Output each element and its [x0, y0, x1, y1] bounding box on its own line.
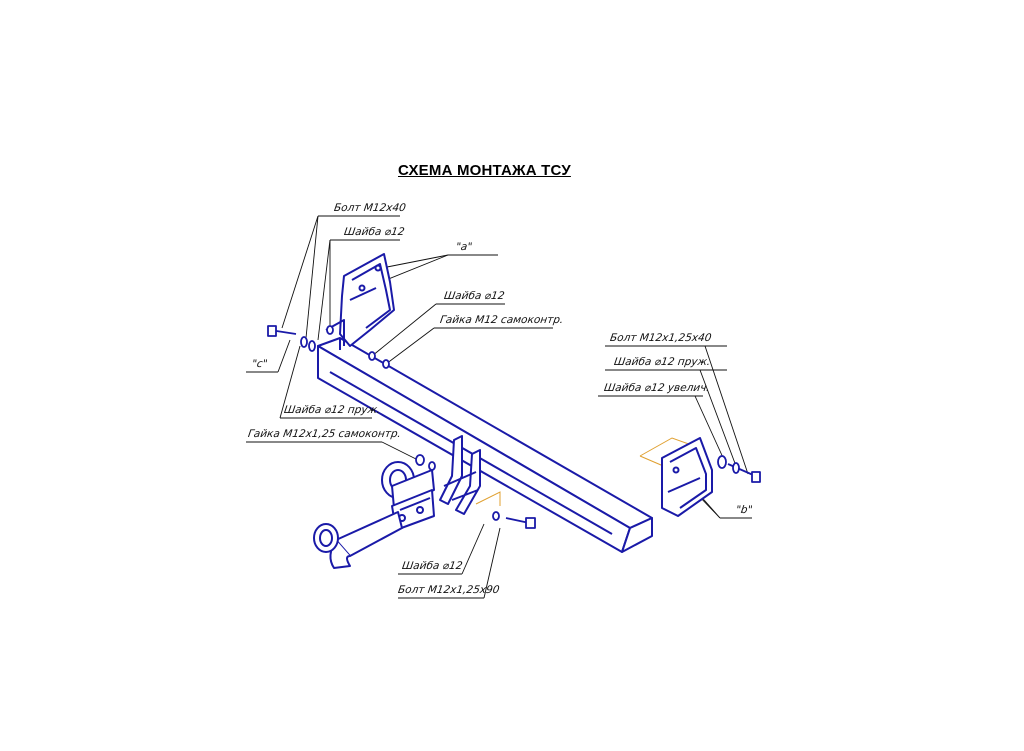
- label-bolt-m12x125x40: Болт М12х1,25х40: [609, 332, 713, 344]
- fasteners: [267, 325, 761, 529]
- label-bolt-m12x40: Болт М12х40: [333, 202, 407, 214]
- tow-plates: [439, 435, 481, 515]
- label-washer-12-spring-left: Шайба ⌀12 пруж.: [283, 404, 382, 416]
- label-washer-12-b: Шайба ⌀12: [443, 290, 506, 302]
- label-mark-c: "с": [251, 358, 269, 370]
- left-bracket: [325, 253, 395, 347]
- towbar-assembly: [267, 253, 761, 569]
- leader-lines: [246, 215, 752, 599]
- label-nut-m12-self: Гайка М12 самоконтр.: [439, 314, 565, 326]
- label-mark-a: "а": [455, 241, 473, 253]
- label-bolt-m12x125x90: Болт М12х1,25х90: [397, 584, 501, 596]
- label-washer-12-enlarged: Шайба ⌀12 увелич.: [603, 382, 711, 394]
- label-washer-12-a: Шайба ⌀12: [343, 226, 406, 238]
- label-mark-b: "b": [735, 504, 754, 516]
- label-washer-12-spring-right: Шайба ⌀12 пруж.: [613, 356, 712, 368]
- main-crossbeam: [317, 337, 653, 553]
- label-washer-12-bottom: Шайба ⌀12: [401, 560, 464, 572]
- diagram-title: СХЕМА МОНТАЖА ТСУ: [398, 162, 571, 179]
- right-bracket: [661, 437, 713, 517]
- ball-mount: [313, 461, 435, 569]
- label-nut-m12x125-self: Гайка М12х1,25 самоконтр.: [247, 428, 402, 440]
